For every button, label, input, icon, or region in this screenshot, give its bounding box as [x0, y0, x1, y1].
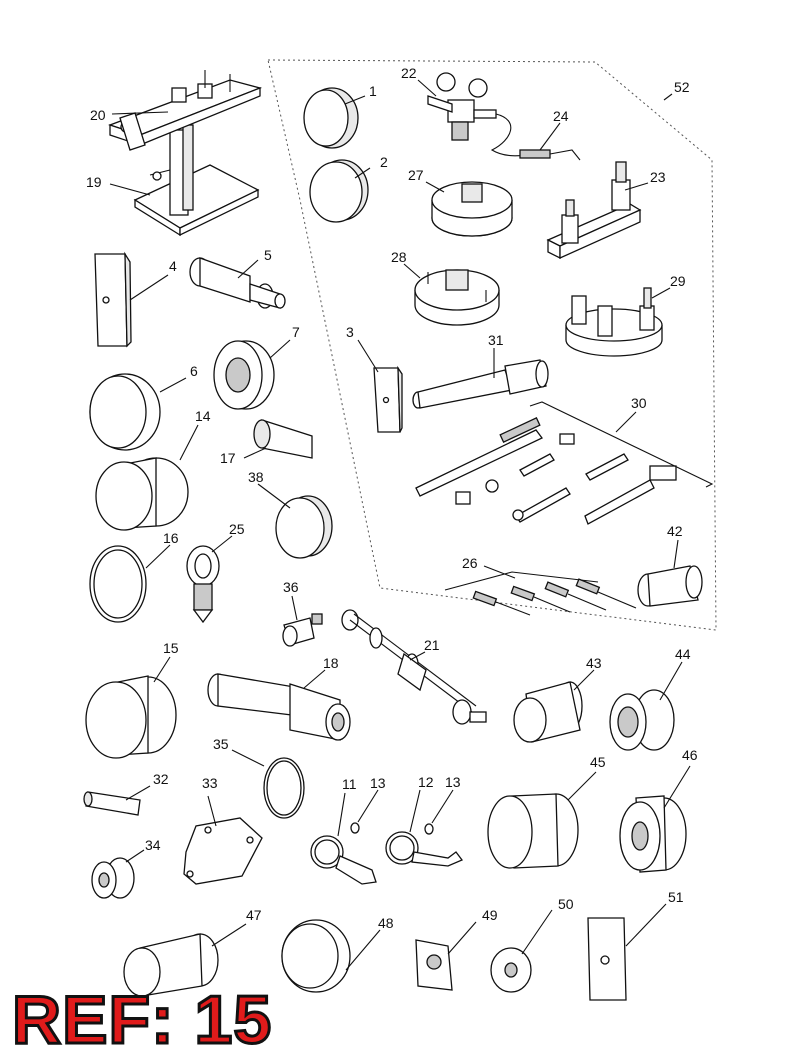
callout-42: 42 [667, 523, 683, 539]
part-32-pin [83, 791, 141, 816]
part-30-tool-kit [415, 401, 714, 525]
part-7-bushing [213, 340, 275, 410]
part-43-sleeve [513, 681, 583, 743]
callout-48: 48 [378, 915, 394, 931]
part-25-eye-bolt [186, 545, 220, 624]
callout-20: 20 [90, 107, 106, 123]
callout-43: 43 [586, 655, 602, 671]
leader-lines [109, 79, 691, 971]
callout-13b: 13 [445, 774, 461, 790]
part-4-block [94, 251, 132, 348]
callout-25: 25 [229, 521, 245, 537]
callout-3: 3 [346, 324, 354, 340]
part-29-fixture [565, 287, 663, 357]
part-1-pad [303, 87, 359, 149]
part-44-bushing [609, 689, 675, 751]
part-11-dial-gauge [310, 835, 377, 885]
callout-44: 44 [675, 646, 691, 662]
part-42-sleeve [637, 565, 703, 607]
part-18-driver [207, 673, 351, 741]
part-17-plug [253, 419, 313, 459]
callout-15: 15 [163, 640, 179, 656]
part-46-split-bushing [619, 795, 687, 873]
part-16-disc [89, 545, 147, 623]
part-12-dial-gauge [385, 831, 464, 867]
part-13-o-ring-b [424, 823, 434, 835]
callout-11: 11 [342, 776, 357, 792]
part-34-spacer [91, 857, 135, 899]
part-35-seal [263, 757, 305, 819]
callout-50: 50 [558, 896, 574, 912]
callout-1: 1 [369, 83, 377, 99]
callout-28: 28 [391, 249, 407, 265]
callout-23: 23 [650, 169, 666, 185]
part-51-block [587, 917, 627, 1001]
callout-51: 51 [668, 889, 684, 905]
callout-30: 30 [631, 395, 647, 411]
part-24-hose [490, 113, 581, 161]
callout-labels: 1 2 3 4 5 6 7 11 12 13 13 14 15 16 17 18… [86, 65, 698, 931]
callout-2: 2 [380, 154, 388, 170]
part-31-shaft [412, 359, 549, 409]
callout-45: 45 [590, 754, 606, 770]
part-45-sleeve [487, 793, 579, 869]
callout-18: 18 [323, 655, 339, 671]
callout-24: 24 [553, 108, 569, 124]
part-28-adapter-plate [414, 269, 500, 326]
callout-35: 35 [213, 736, 229, 752]
callout-32: 32 [153, 771, 169, 787]
callout-47: 47 [246, 907, 262, 923]
callout-36: 36 [283, 579, 299, 595]
callout-4: 4 [169, 258, 177, 274]
callout-26: 26 [462, 555, 478, 571]
part-22-regulator [427, 72, 497, 141]
part-14-sleeve [95, 457, 189, 531]
part-47-driver [123, 933, 219, 997]
part-5-shaft [189, 257, 286, 309]
part-49-block [415, 939, 453, 991]
part-20-clamp-bar [108, 70, 263, 151]
part-15-sleeve [85, 675, 177, 759]
callout-33: 33 [202, 775, 218, 791]
part-26-pick-set [444, 571, 637, 616]
part-19-stand [133, 124, 260, 237]
part-48-cup [281, 919, 351, 993]
part-38-cover [275, 495, 333, 559]
part-50-washer [490, 947, 532, 993]
callout-31: 31 [488, 332, 504, 348]
part-21-slide-hammer [341, 609, 487, 725]
callout-17: 17 [220, 450, 236, 466]
callout-49: 49 [482, 907, 498, 923]
part-27-adapter-plate [431, 181, 513, 237]
part-33-plate [183, 817, 263, 885]
part-3-block [373, 365, 403, 433]
callout-13a: 13 [370, 775, 386, 791]
callout-52: 52 [674, 79, 690, 95]
callout-46: 46 [682, 747, 698, 763]
callout-6: 6 [190, 363, 198, 379]
callout-16: 16 [163, 530, 179, 546]
callout-29: 29 [670, 273, 686, 289]
callout-7: 7 [292, 324, 300, 340]
part-2-pad [309, 159, 369, 223]
callout-34: 34 [145, 837, 161, 853]
part-6-bushing [89, 373, 161, 451]
reference-label: REF: 15 [10, 982, 273, 1058]
part-36-adapter [282, 613, 323, 647]
callout-22: 22 [401, 65, 417, 81]
callout-38: 38 [248, 469, 264, 485]
part-13-o-ring-a [350, 822, 360, 834]
callout-27: 27 [408, 167, 424, 183]
callout-14: 14 [195, 408, 211, 424]
callout-19: 19 [86, 174, 102, 190]
part-23-rail [546, 161, 642, 260]
callout-5: 5 [264, 247, 272, 263]
callout-12: 12 [418, 774, 434, 790]
callout-21: 21 [424, 637, 440, 653]
